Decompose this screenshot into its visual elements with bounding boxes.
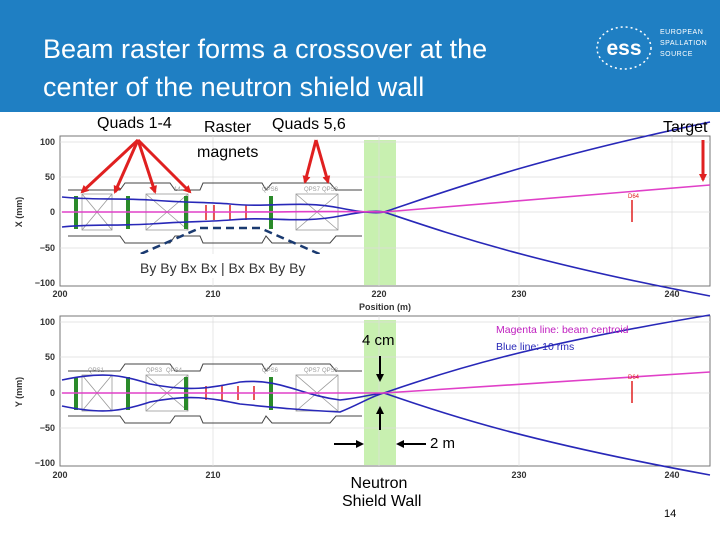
label-shield-wall: Neutron Shield Wall bbox=[342, 475, 422, 511]
logo-line-3: SOURCE bbox=[660, 51, 693, 58]
magnet-7: By bbox=[268, 260, 286, 276]
annotation-arrows-black bbox=[334, 356, 426, 448]
svg-text:QPS6: QPS6 bbox=[262, 187, 279, 193]
page-number: 14 bbox=[664, 508, 677, 520]
slide-header bbox=[0, 0, 720, 112]
top-x-ticks: 200 210 220 230 240 bbox=[52, 289, 679, 299]
bottom-aperture-lower bbox=[68, 415, 362, 424]
svg-text:QPS6: QPS6 bbox=[262, 368, 279, 374]
top-y-axis-title: X (mm) bbox=[14, 197, 24, 228]
label-4cm: 4 cm bbox=[362, 332, 395, 349]
ess-logo: ess bbox=[596, 26, 652, 70]
svg-text:QPS8: QPS8 bbox=[322, 368, 339, 374]
svg-text:220: 220 bbox=[371, 289, 386, 299]
logo-ring bbox=[596, 26, 652, 70]
svg-text:0: 0 bbox=[50, 388, 55, 398]
svg-text:−100: −100 bbox=[35, 458, 55, 468]
svg-text:240: 240 bbox=[664, 289, 679, 299]
bottom-centroid bbox=[62, 371, 711, 394]
label-shield-2: Shield Wall bbox=[342, 493, 422, 510]
svg-text:200: 200 bbox=[52, 289, 67, 299]
top-y-ticks: 100 50 0 −50 −100 bbox=[35, 137, 55, 288]
bottom-envelope-lower bbox=[61, 392, 711, 476]
top-plot-frame bbox=[59, 135, 711, 287]
svg-text:QPS7: QPS7 bbox=[304, 368, 321, 374]
bottom-element-labels: QPS1 QPS3 QPS4 QPS6 QPS7 QPS8 D64 bbox=[88, 368, 640, 381]
logo-line-2: SPALLATION bbox=[660, 40, 708, 47]
svg-text:14: 14 bbox=[174, 187, 181, 193]
label-raster-2: magnets bbox=[197, 144, 259, 161]
top-envelope-upper bbox=[61, 121, 711, 214]
magnet-8: By bbox=[289, 260, 306, 276]
magnet-5: Bx bbox=[228, 260, 245, 276]
legend-magenta: Magenta line: beam centroid bbox=[496, 324, 629, 336]
svg-text:200: 200 bbox=[52, 470, 67, 480]
svg-text:QPS1: QPS1 bbox=[88, 368, 105, 374]
svg-text:D64: D64 bbox=[628, 194, 640, 200]
title-line-1: Beam raster forms a crossover at the bbox=[43, 34, 488, 64]
svg-text:100: 100 bbox=[40, 317, 55, 327]
magnet-1: By bbox=[140, 260, 157, 276]
slide-title: Beam raster forms a crossover at the cen… bbox=[43, 30, 583, 106]
magnet-divider: | bbox=[220, 260, 225, 276]
bottom-x-ticks: 200 210 230 240 bbox=[52, 470, 679, 480]
svg-text:−100: −100 bbox=[35, 278, 55, 288]
svg-text:QPS4: QPS4 bbox=[166, 368, 183, 374]
svg-text:QPS3: QPS3 bbox=[146, 368, 163, 374]
bottom-y-axis-title: Y (mm) bbox=[14, 377, 24, 407]
svg-text:QPS7: QPS7 bbox=[304, 187, 321, 193]
svg-text:240: 240 bbox=[664, 470, 679, 480]
bottom-aperture-upper bbox=[68, 363, 362, 372]
bottom-plot-frame bbox=[59, 315, 711, 467]
magnet-3: Bx bbox=[180, 260, 197, 276]
label-quads-1-4: Quads 1-4 bbox=[97, 115, 172, 132]
svg-text:−50: −50 bbox=[40, 243, 55, 253]
bottom-y-ticks: 100 50 0 −50 −100 bbox=[35, 317, 55, 468]
svg-text:50: 50 bbox=[45, 352, 55, 362]
svg-text:50: 50 bbox=[45, 172, 55, 182]
svg-text:D64: D64 bbox=[628, 375, 640, 381]
label-raster-1: Raster bbox=[204, 119, 252, 136]
bottom-envelope-upper bbox=[61, 314, 711, 401]
legend-blue: Blue line: 10 rms bbox=[496, 341, 574, 353]
top-aperture-lower bbox=[68, 235, 362, 244]
label-quads-5-6: Quads 5,6 bbox=[272, 116, 346, 133]
title-line-2: center of the neutron shield wall bbox=[43, 72, 425, 102]
label-shield-1: Neutron bbox=[350, 475, 408, 492]
annotation-arrows-red bbox=[80, 138, 707, 194]
magnet-6: Bx bbox=[248, 260, 266, 276]
label-2m: 2 m bbox=[430, 435, 456, 452]
logo-line-1: EUROPEAN bbox=[660, 29, 704, 36]
svg-text:100: 100 bbox=[40, 137, 55, 147]
x-axis-title: Position (m) bbox=[359, 302, 411, 312]
top-element-labels: 14 QPS6 QPS7 QPS8 D64 bbox=[174, 187, 640, 200]
svg-text:−50: −50 bbox=[40, 423, 55, 433]
top-envelope-lower bbox=[61, 210, 711, 297]
svg-text:230: 230 bbox=[511, 470, 526, 480]
svg-text:210: 210 bbox=[205, 289, 220, 299]
magnet-2: By bbox=[160, 260, 177, 276]
svg-text:0: 0 bbox=[50, 207, 55, 217]
svg-text:210: 210 bbox=[205, 470, 220, 480]
magnet-sequence-box bbox=[118, 254, 344, 278]
logo-text: EUROPEAN SPALLATION SOURCE bbox=[660, 27, 707, 60]
label-target: Target bbox=[663, 119, 708, 136]
svg-text:230: 230 bbox=[511, 289, 526, 299]
magnet-4: Bx bbox=[200, 260, 218, 276]
top-centroid bbox=[62, 184, 711, 213]
logo-mark: ess bbox=[606, 37, 641, 60]
svg-text:QPS8: QPS8 bbox=[322, 187, 339, 193]
magnet-sequence: By By Bx Bx | Bx Bx By By bbox=[140, 260, 306, 276]
